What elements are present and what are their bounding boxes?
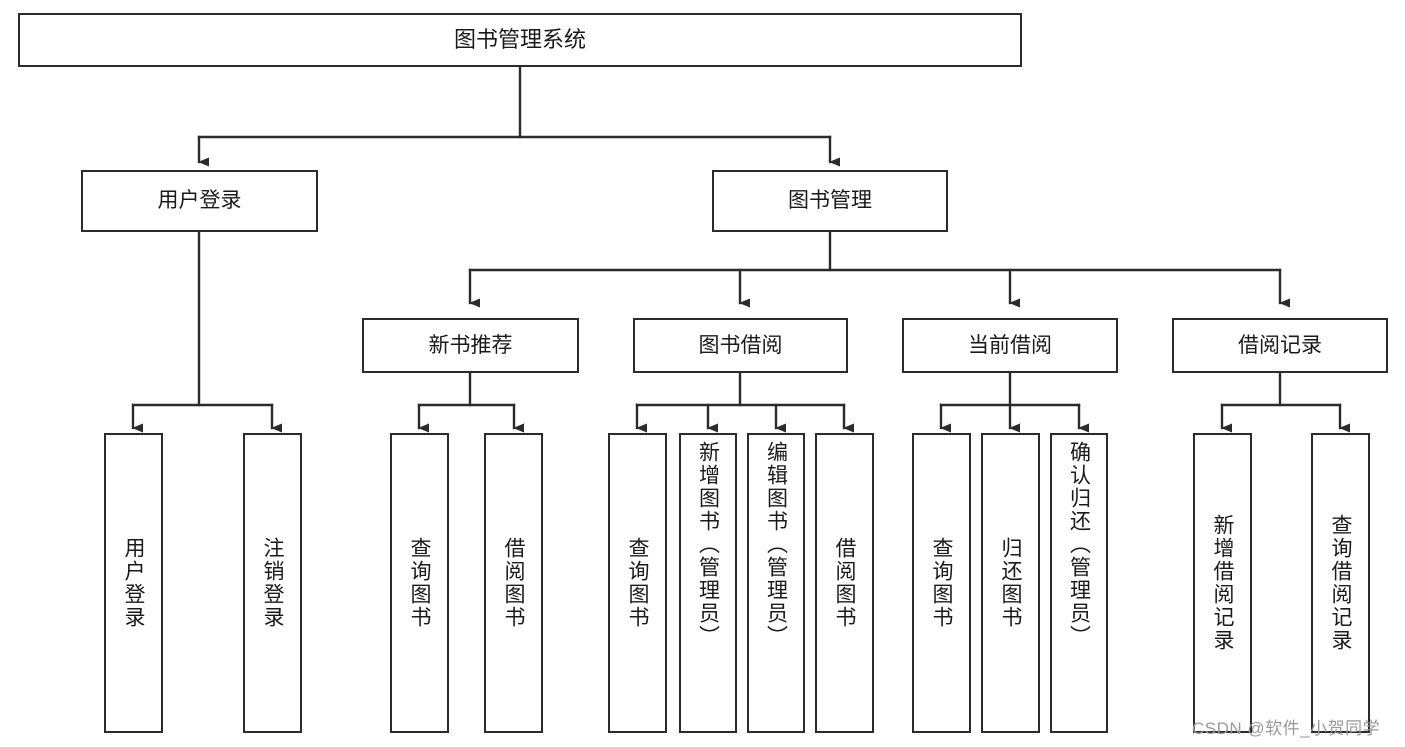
leaf-node-user-login[interactable]: 用户登录 bbox=[104, 433, 163, 733]
node-label: 新增借阅记录 bbox=[1211, 514, 1234, 652]
leaf-node-query-book-borrow[interactable]: 查询图书 bbox=[608, 433, 667, 733]
node-label: 查询借阅记录 bbox=[1329, 514, 1352, 652]
node-root-book-management-system[interactable]: 图书管理系统 bbox=[18, 13, 1022, 67]
node-label: 图书管理 bbox=[788, 189, 872, 213]
leaf-node-logout[interactable]: 注销登录 bbox=[243, 433, 302, 733]
node-label: 确认归还（管理员） bbox=[1067, 441, 1091, 648]
node-label: 当前借阅 bbox=[968, 333, 1052, 357]
node-label: 新书推荐 bbox=[428, 333, 513, 357]
node-label: 查询图书 bbox=[626, 537, 649, 629]
node-label: 查询图书 bbox=[930, 537, 953, 629]
leaf-node-query-borrow-record[interactable]: 查询借阅记录 bbox=[1311, 433, 1370, 733]
leaf-node-edit-book[interactable]: 编辑图书（管理员） bbox=[747, 433, 805, 733]
leaf-node-borrow-book-recommend[interactable]: 借阅图书 bbox=[484, 433, 543, 733]
node-label: 图书借阅 bbox=[698, 333, 783, 357]
csdn-watermark: CSDN @软件_小贺同学 bbox=[1192, 719, 1381, 738]
node-label: 新增图书（管理员） bbox=[696, 441, 720, 648]
leaf-node-query-book-current[interactable]: 查询图书 bbox=[912, 433, 971, 733]
node-label: 归还图书 bbox=[999, 537, 1022, 629]
node-label: 用户登录 bbox=[157, 189, 242, 213]
node-label: 注销登录 bbox=[261, 537, 284, 629]
node-label: 编辑图书（管理员） bbox=[764, 441, 788, 648]
leaf-node-borrow-book[interactable]: 借阅图书 bbox=[815, 433, 874, 733]
leaf-node-confirm-return[interactable]: 确认归还（管理员） bbox=[1050, 433, 1108, 733]
node-label: 图书管理系统 bbox=[453, 26, 586, 52]
node-user-login[interactable]: 用户登录 bbox=[81, 170, 318, 232]
node-label: 借阅图书 bbox=[833, 537, 856, 629]
node-current-borrow[interactable]: 当前借阅 bbox=[902, 318, 1118, 373]
node-label: 查询图书 bbox=[408, 537, 431, 629]
node-book-management[interactable]: 图书管理 bbox=[712, 170, 948, 232]
leaf-node-return-book[interactable]: 归还图书 bbox=[981, 433, 1040, 733]
node-label: 用户登录 bbox=[122, 537, 145, 629]
leaf-node-add-borrow-record[interactable]: 新增借阅记录 bbox=[1193, 433, 1252, 733]
leaf-node-add-book[interactable]: 新增图书（管理员） bbox=[679, 433, 737, 733]
node-new-book-recommend[interactable]: 新书推荐 bbox=[362, 318, 579, 373]
node-label: 借阅图书 bbox=[502, 537, 525, 629]
leaf-node-query-book-recommend[interactable]: 查询图书 bbox=[390, 433, 449, 733]
node-book-borrow[interactable]: 图书借阅 bbox=[633, 318, 848, 373]
node-label: 借阅记录 bbox=[1238, 333, 1322, 357]
node-borrow-record[interactable]: 借阅记录 bbox=[1172, 318, 1388, 373]
